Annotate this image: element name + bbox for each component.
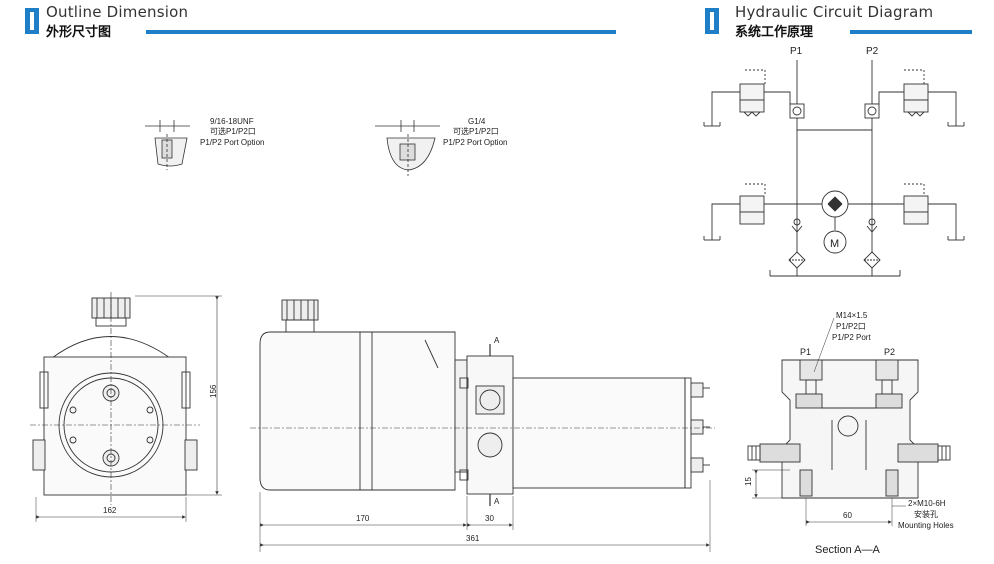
unf-size: 9/16-18UNF	[210, 117, 254, 126]
outline-header-rule	[146, 30, 616, 34]
circuit-header-marker	[705, 8, 719, 34]
outline-header-marker	[25, 8, 39, 34]
front-view	[30, 292, 222, 522]
g-cn: 可选P1/P2口	[453, 126, 499, 136]
circuit-p2: P2	[866, 46, 879, 57]
port-option-unf	[145, 120, 190, 170]
dim-170: 170	[356, 514, 370, 523]
g-en: P1/P2 Port Option	[443, 138, 507, 147]
outline-title-en: Outline Dimension	[46, 3, 189, 21]
section-mark-bottom: A	[494, 497, 500, 506]
circuit-p1: P1	[790, 46, 803, 57]
section-holes-cn: 安装孔	[914, 509, 938, 519]
section-p2: P2	[884, 347, 895, 357]
circuit-motor: M	[830, 238, 839, 250]
g-size: G1/4	[468, 117, 486, 126]
side-view	[250, 299, 715, 552]
section-holes: 2×M10-6H	[908, 499, 946, 508]
unf-en: P1/P2 Port Option	[200, 138, 264, 147]
section-dim-15: 15	[744, 477, 753, 486]
hydraulic-circuit	[703, 60, 965, 277]
circuit-title-en: Hydraulic Circuit Diagram	[735, 3, 934, 21]
section-mark-top: A	[494, 336, 500, 345]
section-dim-60: 60	[843, 511, 852, 520]
section-port-en: P1/P2 Port	[832, 333, 871, 342]
section-thread: M14×1.5	[836, 311, 868, 320]
dim-361: 361	[466, 534, 480, 543]
unf-cn: 可选P1/P2口	[210, 126, 256, 136]
section-p1: P1	[800, 347, 811, 357]
circuit-header-rule	[850, 30, 972, 34]
port-option-g	[375, 120, 440, 176]
dim-30: 30	[485, 514, 494, 523]
dim-width: 162	[103, 506, 117, 515]
dim-height: 156	[209, 384, 218, 398]
section-port-cn: P1/P2口	[836, 322, 866, 331]
section-aa	[747, 317, 951, 526]
section-holes-en: Mounting Holes	[898, 521, 954, 530]
section-title: Section A—A	[815, 544, 880, 556]
circuit-title-cn: 系统工作原理	[735, 24, 814, 39]
outline-title-cn: 外形尺寸图	[46, 24, 112, 39]
